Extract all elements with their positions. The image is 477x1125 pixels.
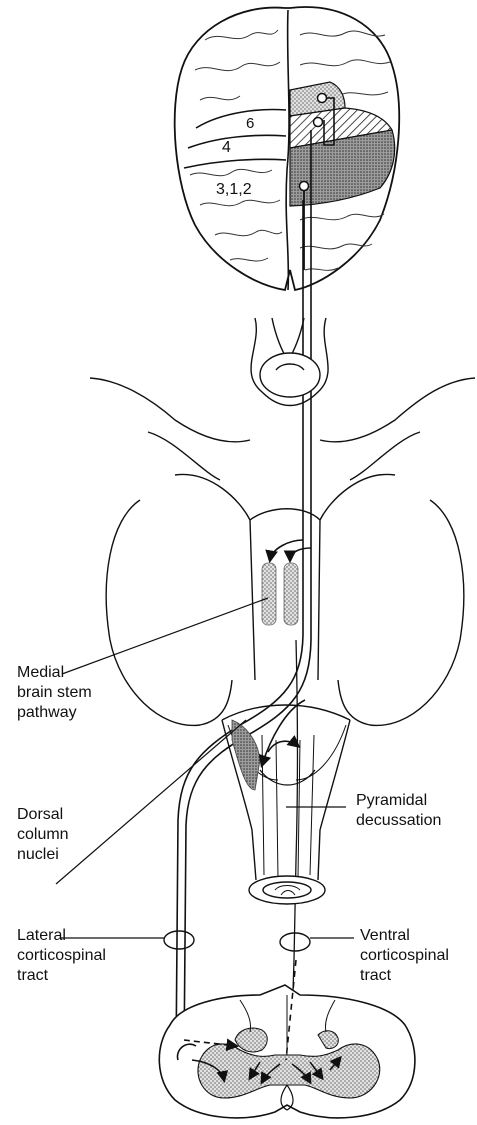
area-312-label: 3,1,2 [216, 181, 252, 198]
leader-dorsal-column-nuclei [56, 720, 246, 884]
neuron-area-312 [300, 182, 309, 191]
area-4-label: 4 [222, 139, 231, 156]
lateral-corticospinal-tract-label: Lateral corticospinal tract [17, 926, 106, 986]
lateral-tract-marker [164, 931, 194, 949]
medial-pathway-column-right [284, 563, 298, 625]
ventral-corticospinal-tract-label: Ventral corticospinal tract [360, 926, 449, 986]
medial-brain-stem-pathway-label: Medial brain stem pathway [17, 663, 92, 723]
area-6-label: 6 [246, 115, 254, 132]
neuron-area-4 [314, 118, 323, 127]
brain-top-view [175, 7, 400, 290]
neuron-area-6 [318, 94, 327, 103]
leader-medial-brain-stem [62, 598, 268, 674]
medial-pathway-arrows [270, 540, 311, 560]
medial-pathway-column-left [262, 563, 276, 625]
pyramidal-decussation-label: Pyramidal decussation [356, 791, 441, 831]
dorsal-column-nuclei-label: Dorsal column nuclei [17, 805, 69, 865]
